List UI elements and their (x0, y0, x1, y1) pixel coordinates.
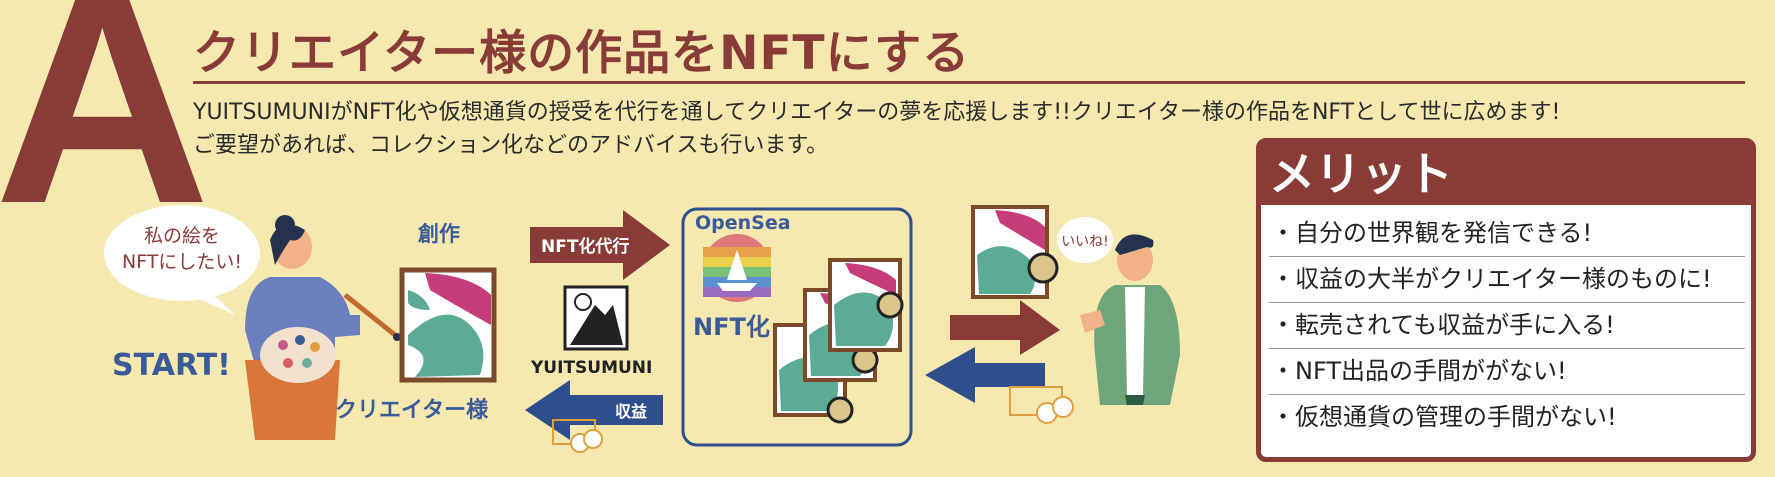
merit-panel: メリット ・自分の世界観を発信できる! ・収益の大半がクリエイター様のものに! … (1256, 138, 1756, 462)
nft-agency-label: NFT化代行 (541, 236, 629, 257)
creator-label: クリエイター様 (335, 397, 489, 423)
creator-figure (245, 215, 401, 440)
title-underline (193, 81, 1745, 84)
yuitsumuni-label: YUITSUMUNI (530, 358, 652, 378)
pay-arrow (925, 347, 1045, 403)
opensea-label: OpenSea (695, 212, 791, 234)
like-label: いいね! (1061, 234, 1109, 250)
yuitsumuni-logo: YUITSUMUNI (530, 285, 652, 378)
bubble-line-1: 私の絵を (144, 225, 220, 247)
opensea-box: OpenSea NFT化 (681, 207, 913, 447)
buyer-figure: いいね! (1057, 217, 1180, 405)
buyer-artwork (971, 205, 1059, 299)
buy-arrow (950, 300, 1060, 355)
merit-item: ・NFT出品の手間ががない! (1269, 349, 1745, 395)
start-label: START! (112, 348, 231, 383)
creation-label: 創作 (418, 222, 460, 246)
page-title: クリエイター様の作品をNFTにする (193, 26, 971, 81)
nftize-label: NFT化 (693, 313, 770, 341)
yen-coins-icon (1009, 386, 1074, 424)
nft-agency-arrow: NFT化代行 (530, 210, 670, 280)
speech-bubble: 私の絵を NFTにしたい! (104, 205, 260, 315)
description: YUITSUMUNIがNFT化や仮想通貨の授受を代行を通してクリエイターの夢を応… (193, 96, 1560, 162)
description-line-2: ご要望があれば、コレクション化などのアドバイスも行います。 (193, 133, 829, 158)
opensea-logo-icon (703, 234, 771, 302)
merit-item: ・収益の大半がクリエイター様のものに! (1269, 257, 1745, 303)
revenue-arrow: 収益 (525, 380, 663, 453)
merit-item: ・仮想通貨の管理の手間がない! (1271, 403, 1617, 431)
merit-item: ・転売されても収益が手に入る! (1269, 303, 1745, 349)
nft-card-stack (773, 258, 904, 424)
merit-item: ・自分の世界観を発信できる! (1269, 211, 1745, 257)
artwork-frame (399, 267, 497, 383)
merit-list: ・自分の世界観を発信できる! ・収益の大半がクリエイター様のものに! ・転売され… (1269, 211, 1745, 440)
revenue-label: 収益 (615, 402, 647, 421)
description-line-1: YUITSUMUNIがNFT化や仮想通貨の授受を代行を通してクリエイターの夢を応… (193, 100, 1561, 125)
bubble-line-2: NFTにしたい! (122, 251, 242, 273)
nft-flow-illustration: 私の絵を NFTにしたい! START! クリエイター様 創作 NFT化代行 (104, 205, 1180, 453)
merit-heading: メリット (1261, 143, 1751, 205)
